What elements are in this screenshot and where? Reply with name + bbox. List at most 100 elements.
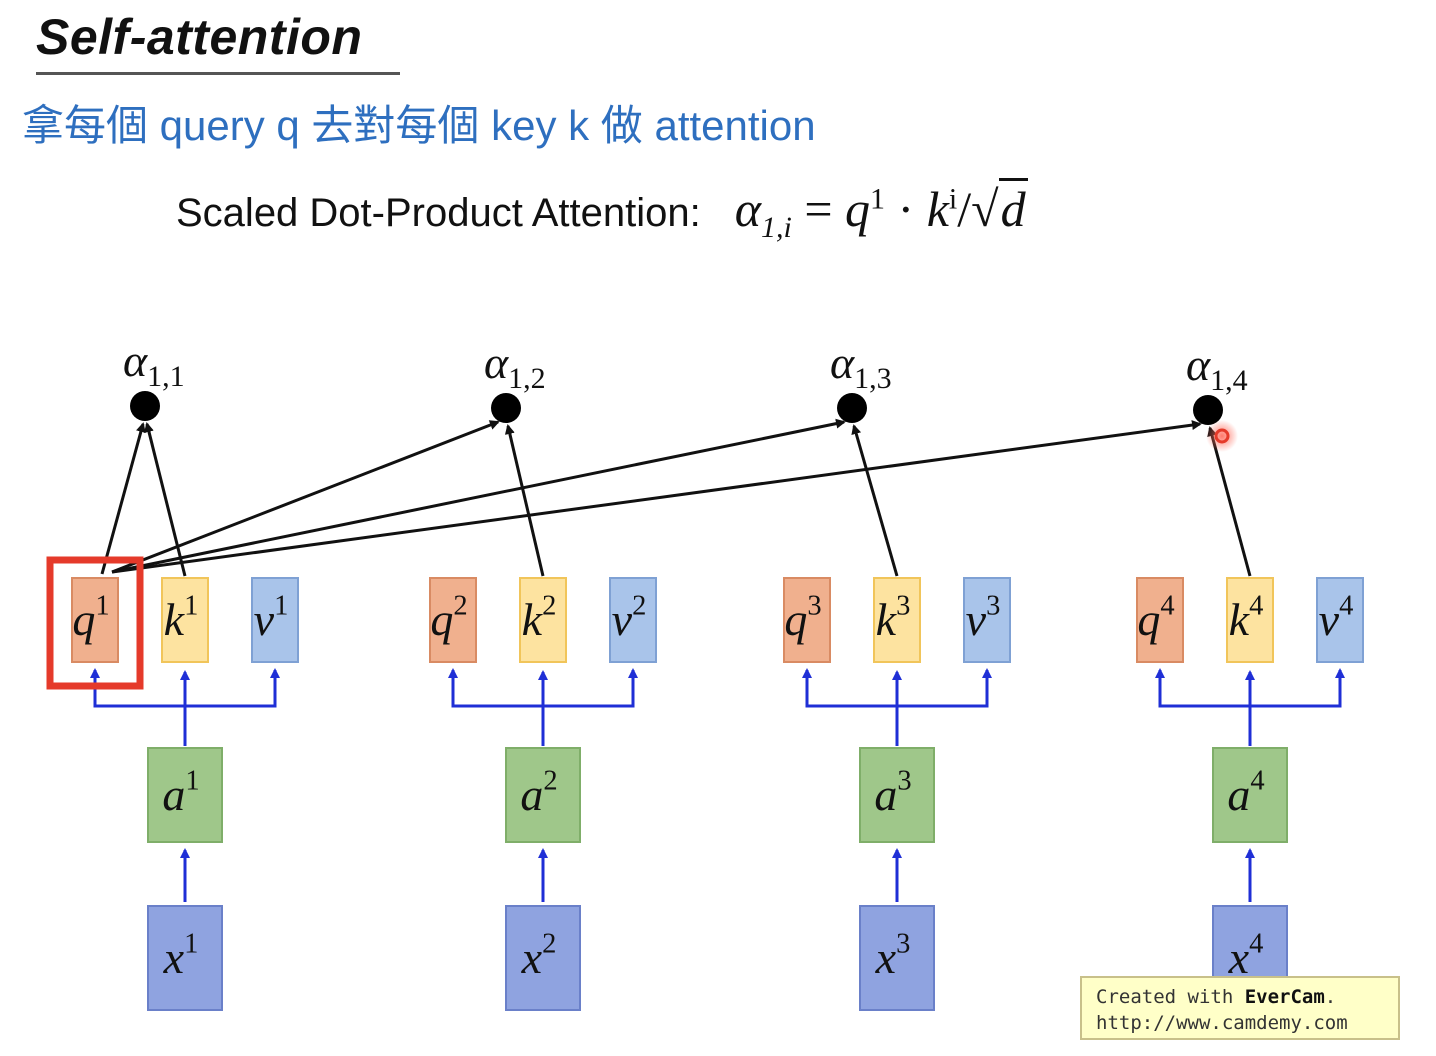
v-box-4-label: v4: [1319, 590, 1354, 645]
alpha-label-1: α1,1: [123, 335, 185, 393]
k-box-4-label: k4: [1229, 590, 1264, 645]
k-box-2-label: k2: [522, 590, 557, 645]
k-box-3-rect: [873, 577, 921, 663]
attention-arrow-layer: [100, 418, 1252, 577]
q-box-4-label: q4: [1137, 590, 1174, 645]
alpha-label-4: α1,4: [1186, 339, 1248, 397]
v-box-2-label: v2: [612, 590, 647, 645]
watermark-prefix: Created with: [1096, 986, 1245, 1008]
k4-to-alpha-4-arrow: [1207, 426, 1252, 577]
alpha-node-2: α1,2: [484, 337, 546, 423]
formula-dot: ·: [897, 181, 915, 237]
q-box-2-label: q2: [430, 590, 467, 645]
a-box-1-label: a1: [162, 765, 199, 820]
x-box-2-label: x2: [521, 928, 557, 983]
q-box-4-rect: [1136, 577, 1184, 663]
formula-alpha-sub: 1,i: [761, 211, 792, 244]
v-box-4-rect: [1316, 577, 1364, 663]
slide-title: Self-attention: [36, 9, 363, 65]
q-box-1: q1: [71, 577, 119, 663]
v-box-1: v1: [251, 577, 299, 663]
v-box-4: v4: [1316, 577, 1364, 663]
a-box-4: a4: [1212, 747, 1288, 843]
alpha-dot-3: [837, 393, 867, 423]
a-box-3-rect: [859, 747, 935, 843]
watermark-url: http://www.camdemy.com: [1096, 1012, 1348, 1034]
q1-highlight-box: [46, 556, 144, 690]
k1-to-alpha-1-arrow: [144, 422, 187, 577]
a-box-4-rect: [1212, 747, 1288, 843]
title-underline: [36, 72, 400, 75]
x-box-1-rect: [147, 905, 223, 1011]
formula-k-sup: i: [948, 182, 958, 216]
x-box-1: x1: [147, 905, 223, 1011]
cursor-indicator: [1214, 428, 1230, 444]
alpha-node-3: α1,3: [830, 337, 892, 423]
alpha-dot-2: [491, 393, 521, 423]
q-box-4: q4: [1136, 577, 1184, 663]
q1-to-alpha-3-arrow: [111, 418, 846, 574]
formula-q-sup: 1: [870, 182, 886, 216]
a-box-1-rect: [147, 747, 223, 843]
formula-equals: =: [804, 181, 833, 237]
k-box-4: k4: [1226, 577, 1274, 663]
x-box-3-rect: [859, 905, 935, 1011]
x-box-2: x2: [505, 905, 581, 1011]
formula-expression: α1,i = q1 · ki/√d: [734, 178, 1028, 245]
a-box-2-label: a2: [520, 765, 557, 820]
a-box-4-label: a4: [1227, 765, 1264, 820]
k-box-1-rect: [161, 577, 209, 663]
q-box-3-label: q3: [784, 590, 821, 645]
q-box-3-rect: [783, 577, 831, 663]
alpha-node-4: α1,4: [1186, 339, 1248, 425]
k-box-1: k1: [161, 577, 209, 663]
alpha-label-2: α1,2: [484, 337, 546, 395]
a-box-2: a2: [505, 747, 581, 843]
alpha-dot-1: [130, 391, 160, 421]
q-box-1-label: q1: [72, 590, 109, 645]
formula-alpha: α: [734, 181, 761, 237]
slide-subtitle: 拿每個 query q 去對每個 key k 做 attention: [22, 102, 816, 149]
a-box-3-label: a3: [874, 765, 911, 820]
formula: Scaled Dot-Product Attention: α1,i = q1 …: [176, 178, 1028, 250]
q1-to-alpha-4-arrow: [111, 420, 1202, 574]
q-box-3: q3: [783, 577, 831, 663]
watermark-brand: EverCam: [1244, 986, 1325, 1008]
k-box-2: k2: [519, 577, 567, 663]
q-box-1-rect: [71, 577, 119, 663]
v-box-1-label: v1: [254, 590, 289, 645]
x-box-2-rect: [505, 905, 581, 1011]
a-box-2-rect: [505, 747, 581, 843]
v-box-3-rect: [963, 577, 1011, 663]
v-box-2: v2: [609, 577, 657, 663]
x-box-1-label: x1: [163, 928, 199, 983]
alpha-label-3: α1,3: [830, 337, 892, 395]
v-box-1-rect: [251, 577, 299, 663]
q1-to-alpha-2-arrow: [111, 420, 500, 574]
x-box-3: x3: [859, 905, 935, 1011]
k-box-3-label: k3: [876, 590, 911, 645]
q-box-2: q2: [429, 577, 477, 663]
alpha-node-1: α1,1: [123, 335, 185, 421]
x-box-4-label: x4: [1228, 928, 1264, 983]
attention-score-layer: α1,1 α1,2 α1,3 α1,4: [123, 335, 1248, 425]
k-box-2-rect: [519, 577, 567, 663]
k-box-1-label: k1: [164, 590, 199, 645]
q1-to-alpha-1-arrow: [100, 422, 146, 575]
formula-k: k: [926, 181, 949, 237]
evercam-watermark: Created with EverCam. http://www.camdemy…: [1080, 976, 1400, 1040]
overlay-layer: [46, 420, 1238, 690]
formula-slash: /: [957, 181, 972, 237]
k-box-4-rect: [1226, 577, 1274, 663]
vector-box-layer: q1 k1 v1 a1 x1 q2 k2 v2 a2 x2 q3 k3 v3 a3 x3 q4 k4 v4 a4 x4: [71, 577, 1364, 1011]
formula-sqrt: √: [971, 181, 999, 237]
k3-to-alpha-3-arrow: [851, 424, 899, 577]
connector-layer: [90, 668, 1345, 902]
formula-q: q: [845, 181, 871, 237]
v-box-2-rect: [609, 577, 657, 663]
cursor-glow: [1206, 420, 1238, 452]
v-box-3: v3: [963, 577, 1011, 663]
formula-label: Scaled Dot-Product Attention:: [176, 191, 701, 235]
q-box-2-rect: [429, 577, 477, 663]
